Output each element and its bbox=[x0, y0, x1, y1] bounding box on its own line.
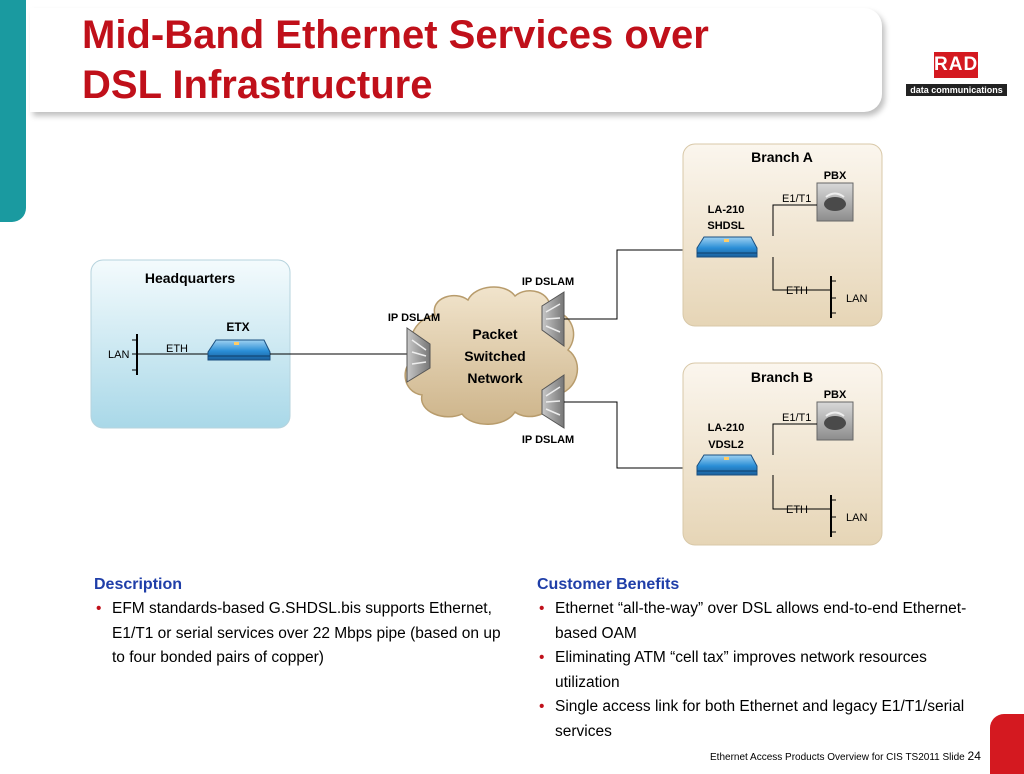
bullet-item: EFM standards-based G.SHDSL.bis supports… bbox=[94, 597, 506, 671]
branch-a-e1t1-link bbox=[772, 204, 817, 236]
cloud-label-2: Switched bbox=[464, 348, 525, 364]
rad-logo: RAD data communications bbox=[906, 52, 1008, 98]
branch-b-eth-link bbox=[772, 475, 831, 510]
branch-a-title: Branch A bbox=[751, 149, 813, 165]
headquarters-title: Headquarters bbox=[145, 270, 235, 286]
slide-number: 24 bbox=[967, 749, 981, 763]
title-line-2: DSL Infrastructure bbox=[82, 63, 433, 107]
branch-a-lan-label: LAN bbox=[846, 293, 867, 305]
title-line-1: Mid-Band Ethernet Services over bbox=[82, 13, 709, 57]
branch-b-title: Branch B bbox=[751, 369, 813, 385]
benefits-title: Customer Benefits bbox=[537, 576, 680, 593]
branch-a-eth-link bbox=[772, 257, 831, 291]
etx-device-icon bbox=[207, 339, 271, 361]
ip-dslam-top-icon bbox=[541, 291, 565, 347]
benefits-list: Ethernet “all-the-way” over DSL allows e… bbox=[537, 597, 982, 744]
link-to-branch-b bbox=[564, 401, 698, 469]
branch-b-device-line2: VDSL2 bbox=[708, 439, 743, 451]
branch-b-la210-icon bbox=[696, 454, 758, 476]
branch-b-e1t1-label: E1/T1 bbox=[782, 412, 811, 424]
footer-text: Ethernet Access Products Overview for CI… bbox=[710, 752, 965, 763]
branch-b-eth-label: ETH bbox=[786, 504, 808, 516]
dslam-top-label: IP DSLAM bbox=[522, 276, 574, 288]
hq-eth-label: ETH bbox=[166, 343, 188, 355]
logo-tagline: data communications bbox=[906, 84, 1007, 96]
dslam-left-label: IP DSLAM bbox=[388, 312, 440, 324]
branch-a-e1t1-label: E1/T1 bbox=[782, 193, 811, 205]
dslam-bottom-label: IP DSLAM bbox=[522, 434, 574, 446]
accent-bar bbox=[0, 0, 26, 222]
ip-dslam-left-icon bbox=[406, 327, 431, 383]
branch-a-device-line2: SHDSL bbox=[707, 220, 745, 232]
logo-brand: RAD bbox=[934, 52, 978, 78]
slide-title: Mid-Band Ethernet Services over DSL Infr… bbox=[82, 10, 709, 110]
link-to-branch-a bbox=[564, 249, 698, 320]
headquarters-box bbox=[90, 259, 291, 429]
ip-dslam-bottom-icon bbox=[541, 374, 565, 429]
etx-label: ETX bbox=[226, 320, 249, 334]
branch-a-la210-icon bbox=[696, 236, 758, 258]
branch-a-lan-bus bbox=[830, 276, 836, 318]
description-list: EFM standards-based G.SHDSL.bis supports… bbox=[94, 597, 506, 671]
corner-accent bbox=[990, 714, 1024, 774]
branch-b-pbx-icon bbox=[816, 401, 854, 441]
branch-a-device-line1: LA-210 bbox=[708, 204, 745, 216]
branch-a-pbx-icon bbox=[816, 182, 854, 222]
footer: Ethernet Access Products Overview for CI… bbox=[710, 749, 981, 763]
branch-a-pbx-label: PBX bbox=[824, 170, 847, 182]
bullet-item: Ethernet “all-the-way” over DSL allows e… bbox=[537, 597, 982, 646]
cloud-label-3: Network bbox=[467, 370, 522, 386]
branch-a-eth-label: ETH bbox=[786, 285, 808, 297]
cloud-label-1: Packet bbox=[472, 326, 517, 342]
title-panel bbox=[30, 8, 882, 112]
bullet-item: Single access link for both Ethernet and… bbox=[537, 695, 982, 744]
hq-lan-label: LAN bbox=[108, 349, 129, 361]
branch-b-device-line1: LA-210 bbox=[708, 422, 745, 434]
description-title: Description bbox=[94, 576, 183, 593]
branch-b-lan-label: LAN bbox=[846, 512, 867, 524]
branch-b-lan-bus bbox=[830, 495, 836, 537]
branch-b-e1t1-link bbox=[772, 423, 817, 455]
bullet-item: Eliminating ATM “cell tax” improves netw… bbox=[537, 646, 982, 695]
branch-b-pbx-label: PBX bbox=[824, 389, 847, 401]
